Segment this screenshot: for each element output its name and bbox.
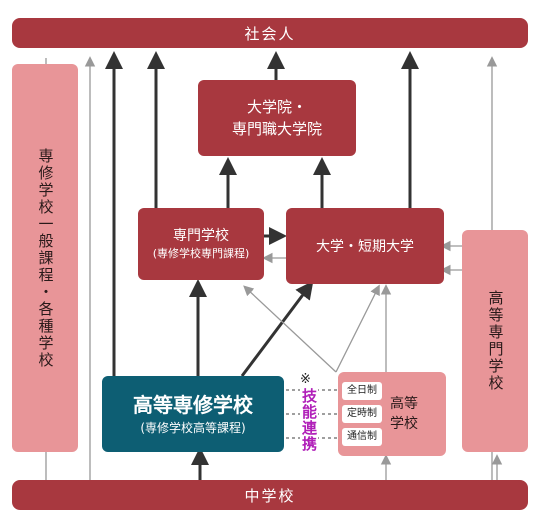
university-label: 大学・短期大学 [316,239,414,255]
koutou-senmon-label: 高等専門学校 [486,290,505,392]
senmon-school-box: 専門学校 (専修学校専門課程) [138,208,264,280]
skill-link-mark: ※ [300,372,311,387]
high-school-courses: 全日制 定時制 通信制 [342,382,382,446]
course-full-time: 全日制 [342,382,382,400]
koutou-senmon-box: 高等専門学校 [462,230,528,452]
arrow-hs-to-senmon [243,285,337,373]
grad-school-box: 大学院・ 専門職大学院 [198,80,356,156]
university-box: 大学・短期大学 [286,208,444,284]
kotou-senshu-box: 高等専修学校 (専修学校高等課程) [102,376,284,452]
kotou-senshu-title: 高等専修学校 [133,393,253,417]
high-school-box: 全日制 定時制 通信制 高等 学校 [338,372,446,456]
kotou-senshu-sub: (専修学校高等課程) [140,421,246,435]
course-correspondence: 通信制 [342,428,382,446]
senmon-school-title: 専門学校 [173,228,229,244]
junior-high-bar: 中学校 [12,480,528,510]
high-school-label-line2: 学校 [390,416,418,432]
society-label: 社会人 [244,24,296,43]
high-school-label-line1: 高等 [390,396,418,412]
course-part-time: 定時制 [342,405,382,423]
arrow-hs-to-univ-diag [335,284,380,373]
society-bar: 社会人 [12,18,528,48]
general-course-label: 専修学校一般課程・各種学校 [36,147,55,369]
high-school-label: 高等 学校 [390,394,418,434]
senmon-school-sub: (専修学校専門課程) [152,247,250,260]
arrow-kotou-to-univ [240,280,314,377]
grad-school-line1: 大学院・ [246,98,307,116]
junior-high-label: 中学校 [244,486,296,505]
skill-link-text: 技能連携 [300,388,318,452]
general-course-box: 専修学校一般課程・各種学校 [12,64,78,452]
grad-school-line2: 専門職大学院 [231,120,322,138]
